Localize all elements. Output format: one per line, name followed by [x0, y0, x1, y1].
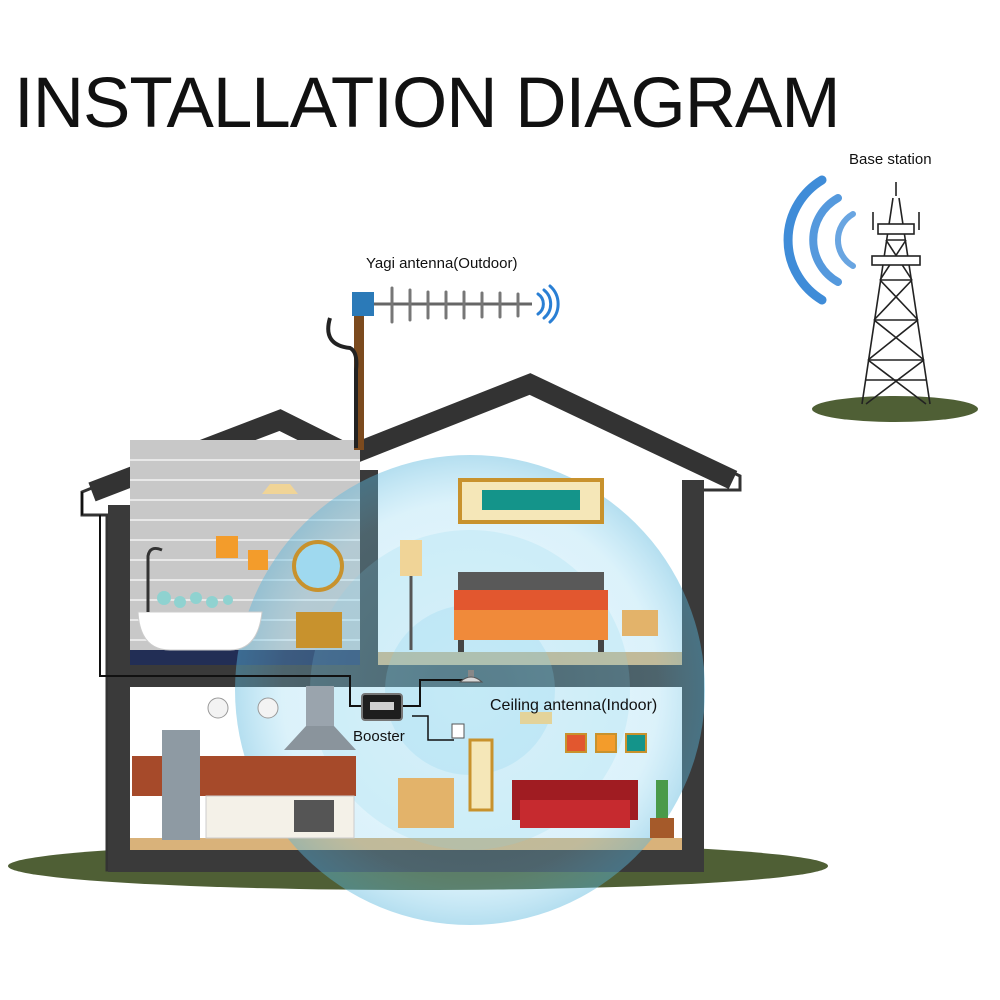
antenna-cable [326, 317, 359, 448]
wall-shelf [520, 712, 552, 724]
wall-frame [216, 536, 238, 558]
kitchen-hood [306, 686, 334, 726]
pendant-light [257, 697, 279, 719]
wall-frame [248, 550, 268, 570]
signal-waves-icon [783, 175, 856, 305]
ceiling-lamp [262, 484, 298, 494]
tower-ground [812, 396, 978, 422]
page-title: INSTALLATION DIAGRAM [14, 64, 841, 143]
nightstand [622, 610, 658, 636]
mirror [292, 540, 344, 592]
coverage-rings [235, 455, 705, 925]
fridge [162, 730, 200, 840]
ceiling-antenna-icon [458, 670, 484, 683]
wall-frame [595, 733, 617, 753]
oven [294, 800, 334, 832]
wall-frame [565, 733, 587, 753]
base-station-label: Base station [849, 151, 932, 168]
wall-painting-inner [482, 490, 580, 510]
plant-cactus [656, 780, 668, 818]
bathtub-icon [137, 547, 263, 651]
ceiling-antenna-label: Ceiling antenna(Indoor) [490, 697, 658, 714]
bed-icon [454, 572, 608, 652]
booster-icon [361, 693, 403, 721]
wall-frame-green [468, 738, 494, 812]
power-cable [412, 715, 454, 741]
booster-label: Booster [353, 728, 405, 745]
sofa-icon [512, 780, 638, 828]
cabinet [398, 778, 454, 828]
pendant-light [207, 697, 229, 719]
wall-frame [625, 733, 647, 753]
yagi-antenna-label: Yagi antenna(Outdoor) [366, 255, 518, 272]
vanity [296, 612, 342, 648]
kitchen-hood [284, 726, 356, 750]
tower-icon [861, 182, 931, 405]
antenna-pole [354, 300, 364, 450]
feed-cable [81, 492, 366, 707]
lamp-icon [400, 540, 422, 650]
yagi-antenna-icon [352, 284, 560, 324]
power-outlet [451, 723, 465, 739]
plant-pot [650, 818, 674, 838]
indoor-cable [400, 679, 470, 707]
